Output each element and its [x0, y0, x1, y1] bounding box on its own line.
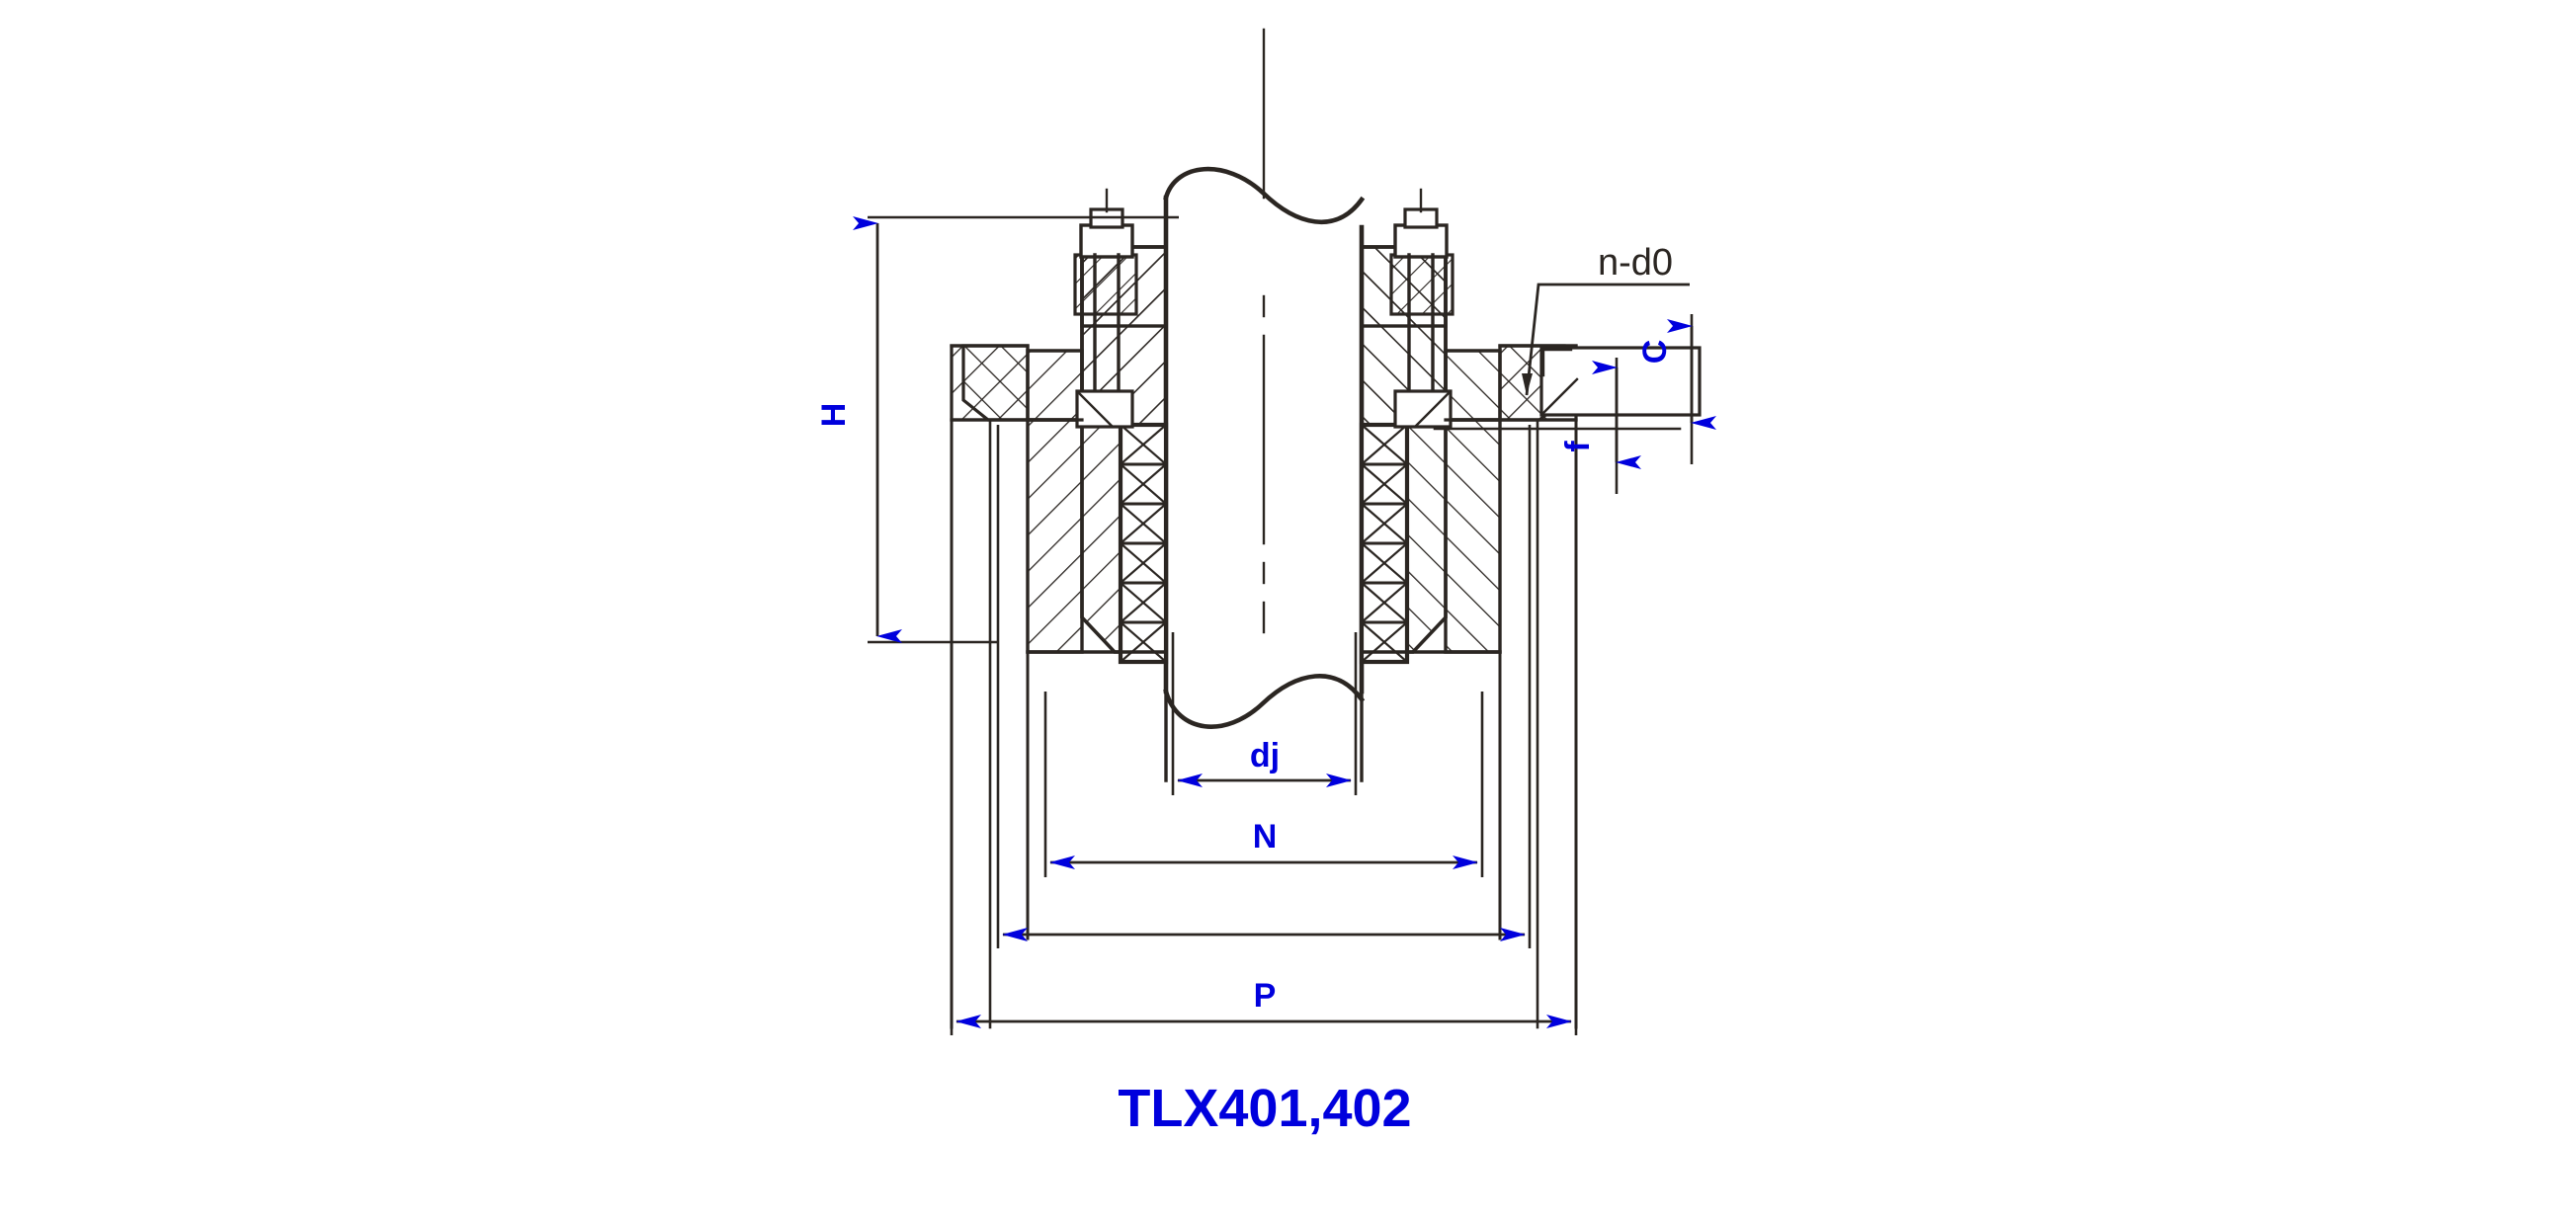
- bolt-left: [1075, 188, 1134, 429]
- dimension-label-H: H: [815, 403, 853, 428]
- bolt-right: [1393, 188, 1453, 429]
- gear-tooth-band-right: [1359, 422, 1410, 665]
- dimension-N: N: [1043, 692, 1484, 877]
- dimension-label-f: f: [1559, 441, 1597, 452]
- leader-arrow-n-d0: [1522, 373, 1533, 395]
- dimension-C: C: [1636, 314, 1716, 464]
- annotation-label-n-d0: n-d0: [1598, 242, 1673, 284]
- dimension-dj: dj: [1171, 632, 1358, 795]
- gear-tooth-band-left: [1118, 422, 1169, 665]
- shaft-break-bottom: [1163, 674, 1366, 729]
- hub-left: [961, 245, 1169, 665]
- nut-left: [1079, 223, 1134, 259]
- dimension-label-P: P: [1254, 977, 1277, 1015]
- leader-line-n-d0: [1525, 283, 1690, 396]
- page-title: TLX401,402: [1118, 1079, 1411, 1138]
- dimension-layer: H dj N P: [815, 215, 1716, 1035]
- flange-plate-left: [1073, 245, 1168, 328]
- dimension-label-C: C: [1636, 340, 1674, 365]
- dimension-label-N: N: [1253, 818, 1278, 856]
- annotation-n-d0: n-d0: [1522, 242, 1690, 396]
- nut-right: [1393, 223, 1449, 259]
- dimension-f: f: [1559, 358, 1641, 494]
- flange-plate-right: [1360, 245, 1454, 328]
- dimension-label-dj: dj: [1250, 737, 1280, 775]
- dimension-unlabeled: [996, 425, 1532, 948]
- dimension-P: P: [950, 425, 1578, 1035]
- dimension-H: H: [815, 215, 1179, 644]
